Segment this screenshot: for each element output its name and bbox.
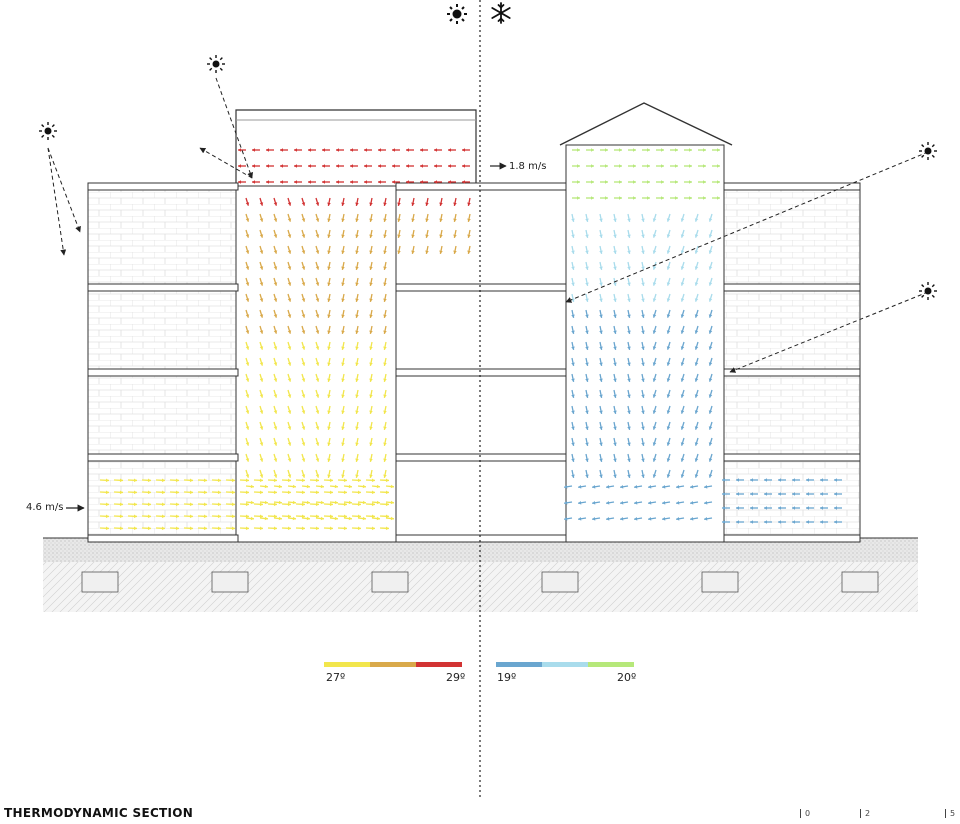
- legend-warm-swatch: [416, 662, 462, 667]
- flow-arrow-head: [280, 164, 283, 168]
- footing: [702, 572, 738, 592]
- slab-left: [88, 369, 238, 376]
- flow-arrow-head: [294, 180, 297, 184]
- sun-icon: [207, 55, 225, 73]
- flow-arrow-head: [238, 164, 241, 168]
- flow-arrow-head: [252, 180, 255, 184]
- slab-center: [396, 454, 566, 461]
- slab-center: [396, 535, 566, 542]
- slab-right: [724, 454, 860, 461]
- legend-cool-swatch: [496, 662, 542, 667]
- flow-arrow-head: [378, 180, 381, 184]
- sun-icon: [919, 142, 937, 160]
- flow-arrow-head: [378, 164, 381, 168]
- flow-arrow-head: [280, 148, 283, 152]
- warm-min-label: 27º: [326, 671, 345, 684]
- scale-bar-2: 2: [860, 809, 870, 818]
- slab-right: [724, 535, 860, 542]
- sun-ray: [216, 78, 252, 178]
- legend-warm-swatch: [324, 662, 370, 667]
- building-section: [88, 103, 860, 542]
- flow-arrow-head: [322, 180, 325, 184]
- flow-arrow-head: [378, 148, 381, 152]
- ground-wind-speed-label: 4.6 m/s: [26, 502, 63, 513]
- scale-bar-5: 5: [945, 809, 955, 818]
- flow-arrow-head: [308, 148, 311, 152]
- cool-max-label: 20º: [617, 671, 636, 684]
- flow-arrow-head: [350, 180, 353, 184]
- slab-right: [724, 284, 860, 291]
- warm-max-label: 29º: [446, 671, 465, 684]
- flow-arrow-head: [392, 148, 395, 152]
- page-title: THERMODYNAMIC SECTION: [4, 806, 193, 820]
- slab-right: [724, 369, 860, 376]
- sun-icon: [39, 122, 57, 140]
- flow-arrow-head: [336, 180, 339, 184]
- flow-arrow-head: [364, 164, 367, 168]
- flow-arrow-head: [266, 148, 269, 152]
- flow-arrow-head: [350, 148, 353, 152]
- flow-arrow-head: [364, 148, 367, 152]
- legend-cool-swatch: [588, 662, 634, 667]
- flow-arrow-head: [364, 180, 367, 184]
- flow-arrow-head: [434, 148, 437, 152]
- snowflake-icon: [490, 2, 512, 24]
- flow-arrow-head: [420, 148, 423, 152]
- footing: [842, 572, 878, 592]
- sun-icon: [919, 282, 937, 300]
- flow-arrow-head: [350, 164, 353, 168]
- temperature-legend: [324, 662, 634, 667]
- sun-ray: [200, 148, 252, 178]
- slab-left: [88, 284, 238, 291]
- sun-icon: [446, 3, 468, 25]
- flow-arrow-head: [462, 148, 465, 152]
- flow-arrow-head: [238, 148, 241, 152]
- flow-arrow-head: [462, 164, 465, 168]
- legend-warm-swatch: [370, 662, 416, 667]
- flow-arrow-head: [448, 164, 451, 168]
- flow-arrow-head: [336, 148, 339, 152]
- flow-arrow-head: [266, 180, 269, 184]
- flow-arrow-head: [308, 180, 311, 184]
- flow-arrow-head: [336, 164, 339, 168]
- slab-left: [88, 535, 238, 542]
- slab-center: [396, 183, 566, 190]
- slab-center: [396, 369, 566, 376]
- flow-arrow-head: [252, 148, 255, 152]
- flow-arrow-head: [392, 164, 395, 168]
- flow-arrow-head: [308, 164, 311, 168]
- footing: [82, 572, 118, 592]
- flow-arrow-head: [294, 148, 297, 152]
- flow-arrow-head: [434, 164, 437, 168]
- slab-center: [396, 284, 566, 291]
- flow-arrow-head: [280, 180, 283, 184]
- flow-arrow-head: [406, 148, 409, 152]
- slab-left: [88, 183, 238, 190]
- legend-cool-swatch: [542, 662, 588, 667]
- flow-arrow-head: [392, 180, 395, 184]
- sun-ray: [48, 148, 64, 255]
- footing: [542, 572, 578, 592]
- scale-bar-0: 0: [800, 809, 810, 818]
- flow-arrow-head: [294, 164, 297, 168]
- flow-arrow-head: [322, 148, 325, 152]
- flow-arrow-head: [266, 164, 269, 168]
- flow-arrow-head: [420, 164, 423, 168]
- roof-wind-speed-label: 1.8 m/s: [509, 161, 546, 172]
- cool-min-label: 19º: [497, 671, 516, 684]
- flow-arrow-head: [448, 148, 451, 152]
- slab-left: [88, 454, 238, 461]
- flow-arrow-head: [322, 164, 325, 168]
- footing: [372, 572, 408, 592]
- sun-ray: [48, 148, 80, 232]
- slab-right: [724, 183, 860, 190]
- flow-arrow-head: [406, 164, 409, 168]
- flow-arrow-head: [252, 164, 255, 168]
- footing: [212, 572, 248, 592]
